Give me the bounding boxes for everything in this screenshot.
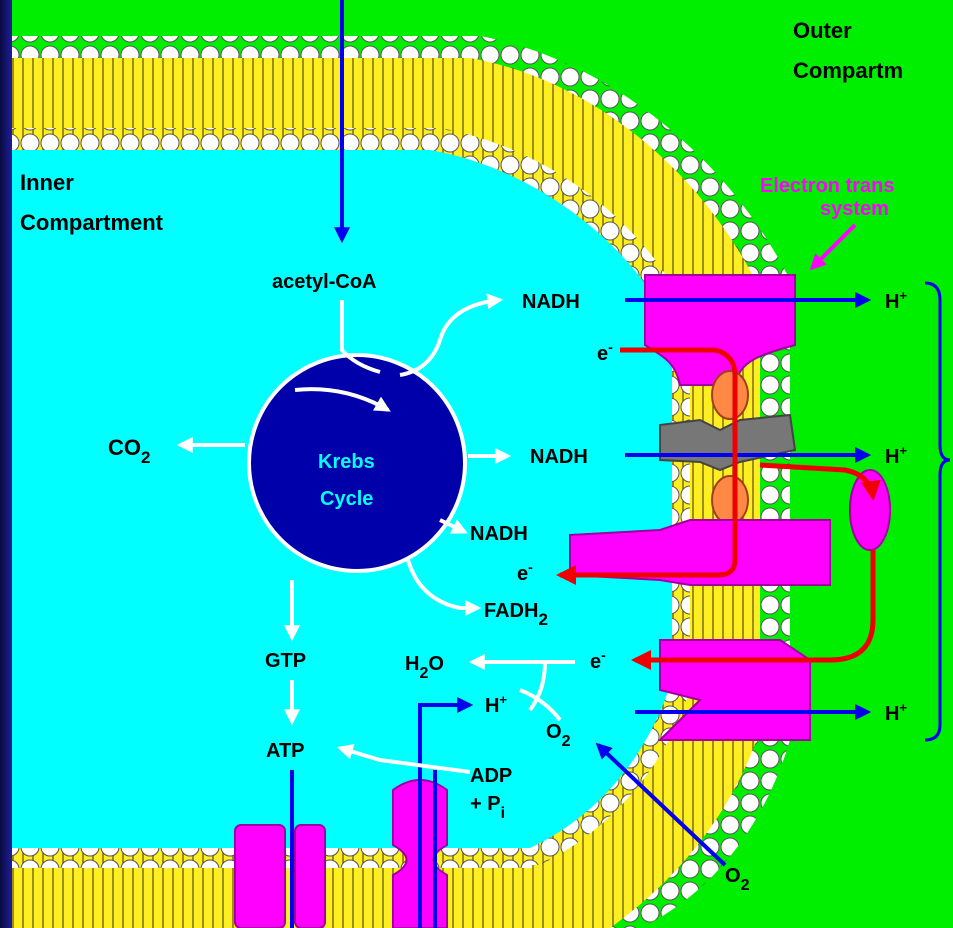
acetyl-coa-label: acetyl-CoA xyxy=(272,271,376,293)
ubiquinone-protein xyxy=(712,371,748,419)
nadh-label-1: NADH xyxy=(522,291,580,313)
outer-label: Outer xyxy=(793,18,852,43)
adp-label: ADP xyxy=(470,765,512,787)
atp-synthase-left xyxy=(235,825,285,928)
atp-label: ATP xyxy=(266,740,305,762)
outer-label-2: Compartm xyxy=(793,58,903,83)
nadh-label-3: NADH xyxy=(470,523,528,545)
oxidase-protein xyxy=(660,640,810,740)
gtp-label: GTP xyxy=(265,650,306,672)
inner-label-2: Compartment xyxy=(20,210,164,235)
inner-label: Inner xyxy=(20,170,74,195)
krebs-label: Krebs xyxy=(318,451,375,473)
ets-label: Electron trans xyxy=(760,175,894,197)
nadh-label-2: NADH xyxy=(530,446,588,468)
ets-label-2: system xyxy=(820,198,889,220)
cycle-label: Cycle xyxy=(320,488,373,510)
cytochrome-c-protein xyxy=(712,476,748,524)
